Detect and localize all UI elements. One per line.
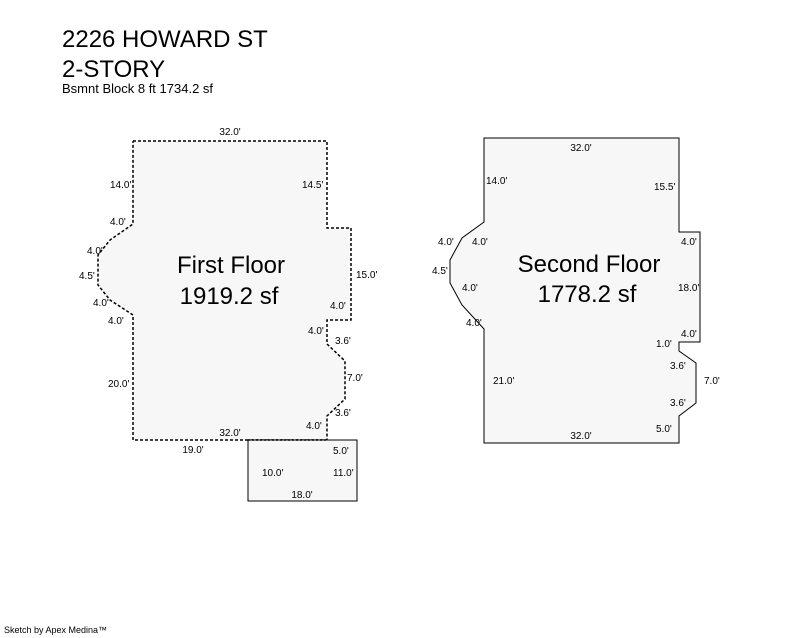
ff-dim-bottom: 32.0' bbox=[219, 428, 240, 439]
ff-dim-left-lower: 20.0' bbox=[108, 379, 129, 390]
first-floor-walls-left bbox=[97, 141, 248, 441]
ff-dim-bottom-left: 19.0' bbox=[182, 445, 203, 456]
ff-dim-bay-bottom: 4.0' bbox=[108, 316, 124, 327]
sf-dim-bay-top-out: 4.0' bbox=[438, 237, 454, 248]
ff-dim-step-in: 4.0' bbox=[308, 326, 324, 337]
sf-dim-bump-lower: 4.0' bbox=[681, 329, 697, 340]
second-floor-label: Second Floor bbox=[518, 251, 661, 278]
porch-dim-left: 10.0' bbox=[262, 468, 283, 479]
ff-dim-left-upper: 14.0' bbox=[110, 180, 131, 191]
sf-dim-bay-lower-in: 4.0' bbox=[462, 283, 478, 294]
porch-dim-top-right: 5.0' bbox=[333, 446, 349, 457]
ff-dim-bump-face: 15.0' bbox=[356, 270, 377, 281]
sf-dim-bay-face: 4.5' bbox=[432, 266, 448, 277]
basement-info: Bsmnt Block 8 ft 1734.2 sf bbox=[62, 81, 214, 96]
sf-dim-bay-bottom: 4.0' bbox=[466, 318, 482, 329]
sf-dim-left-upper: 14.0' bbox=[486, 176, 507, 187]
ff-dim-right-upper: 14.5' bbox=[302, 180, 323, 191]
sketch-credit: Sketch by Apex Medina™ bbox=[4, 625, 108, 635]
ff-dim-diag-in: 3.6' bbox=[335, 408, 351, 419]
first-floor-area: 1919.2 sf bbox=[180, 283, 279, 310]
porch-plan: 5.0' 10.0' 11.0' 18.0' bbox=[247, 439, 358, 502]
sf-dim-left-lower: 21.0' bbox=[493, 376, 514, 387]
sf-dim-top: 32.0' bbox=[570, 143, 591, 154]
ff-dim-bump-lower: 4.0' bbox=[330, 301, 346, 312]
sf-dim-right-face: 7.0' bbox=[704, 376, 720, 387]
second-floor-area: 1778.2 sf bbox=[538, 281, 637, 308]
ff-dim-diag-out: 3.6' bbox=[335, 336, 351, 347]
sf-dim-bump-face: 18.0' bbox=[678, 283, 699, 294]
property-address: 2226 HOWARD ST bbox=[62, 26, 268, 53]
ff-dim-bay-upper: 4.0' bbox=[87, 246, 103, 257]
sf-dim-bump-top: 4.0' bbox=[681, 237, 697, 248]
sf-dim-bay-top-in: 4.0' bbox=[472, 237, 488, 248]
ff-dim-bay-face: 4.5' bbox=[79, 271, 95, 282]
ff-dim-right-face: 7.0' bbox=[347, 373, 363, 384]
sf-dim-step-in: 1.0' bbox=[656, 339, 672, 350]
ff-dim-step-out: 4.0' bbox=[306, 421, 322, 432]
ff-dim-bay-lower: 4.0' bbox=[93, 298, 109, 309]
second-floor-outline bbox=[449, 137, 701, 444]
porch-dim-bottom: 18.0' bbox=[291, 490, 312, 501]
first-floor-plan: 32.0' 14.0' 14.5' 4.0' 4.0' 4.5' 4.0' 4.… bbox=[79, 127, 377, 456]
first-floor-outline bbox=[98, 141, 351, 440]
ff-dim-top: 32.0' bbox=[219, 127, 240, 138]
porch-dim-right: 11.0' bbox=[333, 468, 354, 479]
sf-dim-diag-out: 3.6' bbox=[670, 361, 686, 372]
porch-outline bbox=[247, 439, 358, 502]
sf-dim-step-out: 5.0' bbox=[656, 424, 672, 435]
ff-dim-bay-top: 4.0' bbox=[110, 217, 126, 228]
story-count: 2-STORY bbox=[62, 56, 166, 83]
first-floor-label: First Floor bbox=[177, 252, 285, 279]
sf-dim-right-upper: 15.5' bbox=[654, 182, 675, 193]
first-floor-walls bbox=[133, 140, 352, 441]
sf-dim-bottom: 32.0' bbox=[570, 431, 591, 442]
second-floor-plan: 32.0' 14.0' 15.5' 4.0' 4.0' 4.5' 4.0' 4.… bbox=[432, 137, 720, 444]
sf-dim-diag-in: 3.6' bbox=[670, 398, 686, 409]
